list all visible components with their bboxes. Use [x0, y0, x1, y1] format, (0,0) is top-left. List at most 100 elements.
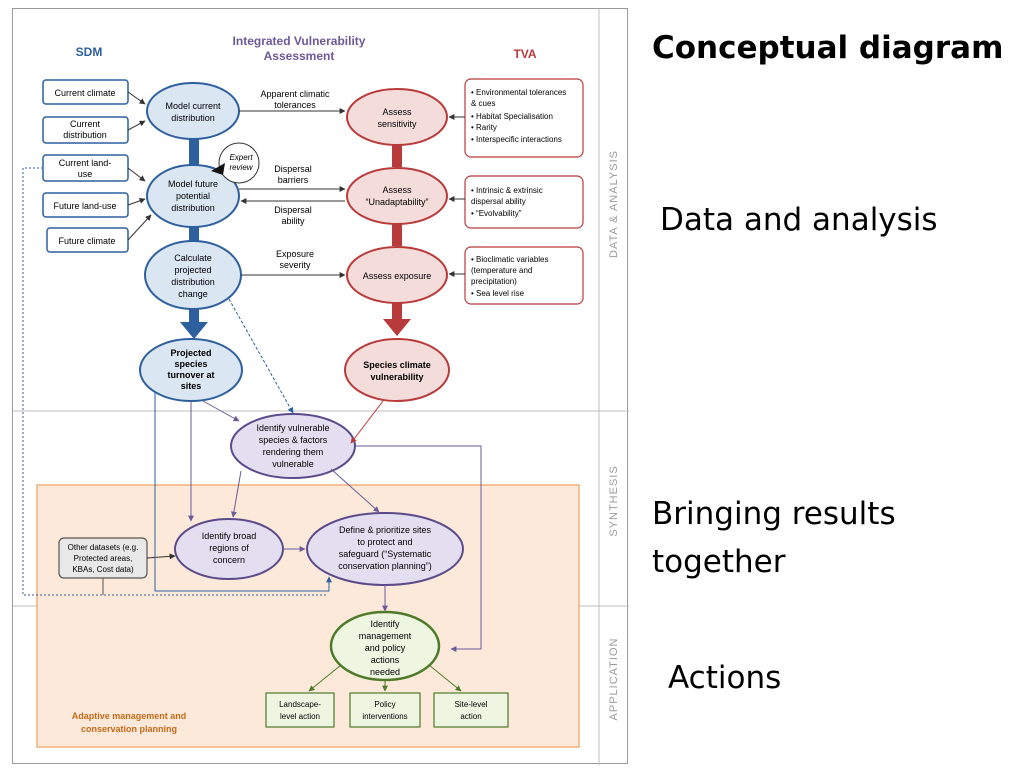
input-future-land-use: Future land-use: [42, 192, 129, 218]
svg-text:interventions: interventions: [362, 712, 407, 721]
svg-text:distribution: distribution: [63, 130, 107, 140]
svg-text:Assess: Assess: [382, 107, 412, 117]
label-dispersal-ability-2: ability: [281, 216, 305, 226]
node-calculate-distribution-change: Calculate projected distribution change: [144, 240, 242, 310]
svg-text:distribution: distribution: [171, 203, 215, 213]
label-exposure-severity-2: severity: [279, 260, 311, 270]
box-landscape-level-action: Landscape- level action: [265, 692, 335, 728]
label-bringing-results: Bringing results together: [652, 490, 896, 586]
input-future-climate: Future climate: [46, 227, 129, 253]
svg-text:Model future: Model future: [168, 179, 218, 189]
label-dispersal-ability: Dispersal: [274, 205, 312, 215]
label-bringing-results-line2: together: [652, 544, 786, 580]
svg-text:use: use: [78, 169, 93, 179]
label-apparent-climatic-tolerances: Apparent climatic: [260, 89, 330, 99]
svg-text:concern: concern: [213, 555, 245, 565]
label-apparent-climatic-tolerances-2: tolerances: [274, 100, 316, 110]
box-policy-interventions: Policy interventions: [349, 692, 421, 728]
svg-text:Calculate: Calculate: [174, 253, 212, 263]
svg-text:• Environmental tolerances: • Environmental tolerances: [471, 88, 566, 97]
svg-text:distribution: distribution: [171, 277, 215, 287]
svg-text:(temperature and: (temperature and: [471, 266, 532, 275]
section-label-application: APPLICATION: [608, 638, 620, 721]
box-sensitivity-factors: • Environmental tolerances & cues • Habi…: [464, 78, 584, 158]
svg-text:precipitation): precipitation): [471, 277, 517, 286]
svg-text:Species climate: Species climate: [363, 360, 431, 370]
svg-text:Future land-use: Future land-use: [53, 201, 116, 211]
svg-text:needed: needed: [370, 667, 400, 677]
svg-text:Identify: Identify: [370, 619, 400, 629]
svg-text:• Rarity: • Rarity: [471, 123, 497, 132]
svg-text:Model current: Model current: [165, 101, 221, 111]
svg-text:& cues: & cues: [471, 99, 495, 108]
svg-text:• Habitat Specialisation: • Habitat Specialisation: [471, 112, 553, 121]
svg-text:and policy: and policy: [365, 643, 406, 653]
node-assess-exposure: Assess exposure: [346, 246, 448, 304]
svg-text:KBAs, Cost data): KBAs, Cost data): [72, 565, 134, 574]
svg-text:Assess exposure: Assess exposure: [363, 271, 432, 281]
box-exposure-factors: • Bioclimatic variables (temperature and…: [464, 246, 584, 305]
svg-text:Policy: Policy: [374, 700, 395, 709]
label-actions: Actions: [668, 660, 782, 696]
svg-text:to protect and: to protect and: [357, 537, 412, 547]
svg-text:turnover at: turnover at: [167, 370, 214, 380]
header-sdm: SDM: [76, 45, 103, 59]
box-unadaptability-factors: • Intrinsic & extrinsic dispersal abilit…: [464, 175, 584, 229]
header-iva-line2: Assessment: [264, 49, 335, 63]
label-data-and-analysis: Data and analysis: [660, 202, 938, 238]
svg-text:Assess: Assess: [382, 185, 412, 195]
svg-text:Define & prioritize sites: Define & prioritize sites: [339, 525, 432, 535]
node-identify-vulnerable-species: Identify vulnerable species & factors re…: [230, 413, 356, 479]
header-iva-line1: Integrated Vulnerability: [233, 34, 366, 48]
svg-text:“Unadaptability”: “Unadaptability”: [365, 197, 428, 207]
node-species-climate-vulnerability: Species climate vulnerability: [344, 338, 450, 402]
svg-text:Identify broad: Identify broad: [202, 531, 257, 541]
svg-text:Projected: Projected: [170, 348, 211, 358]
node-projected-species-turnover: Projected species turnover at sites: [139, 338, 243, 402]
diagram-frame: DATA & ANALYSIS SYNTHESIS APPLICATION SD…: [12, 8, 629, 765]
node-identify-broad-regions: Identify broad regions of concern: [174, 518, 284, 580]
svg-text:vulnerable: vulnerable: [272, 459, 314, 469]
section-label-data-analysis: DATA & ANALYSIS: [608, 150, 620, 258]
svg-text:rendering them: rendering them: [263, 447, 324, 457]
svg-text:• Interspecific interactions: • Interspecific interactions: [471, 135, 562, 144]
svg-text:• Sea level rise: • Sea level rise: [471, 289, 525, 298]
svg-text:species: species: [174, 359, 207, 369]
expert-review-badge: Expert review: [211, 142, 260, 184]
slide-title: Conceptual diagram: [652, 30, 1004, 66]
label-exposure-severity: Exposure: [276, 249, 314, 259]
box-other-datasets: Other datasets (e.g. Protected areas, KB…: [58, 537, 148, 579]
input-current-land-use: Current land- use: [42, 154, 129, 182]
node-model-current-distribution: Model current distribution: [146, 82, 240, 140]
svg-text:Site-level: Site-level: [455, 700, 488, 709]
svg-text:level action: level action: [280, 712, 320, 721]
node-assess-sensitivity: Assess sensitivity: [346, 88, 448, 146]
svg-text:distribution: distribution: [171, 113, 215, 123]
input-current-distribution: Current distribution: [42, 116, 129, 144]
svg-text:Identify vulnerable: Identify vulnerable: [256, 423, 329, 433]
label-dispersal-barriers: Dispersal: [274, 164, 312, 174]
svg-text:regions of: regions of: [209, 543, 249, 553]
svg-text:potential: potential: [176, 191, 210, 201]
svg-text:Current climate: Current climate: [54, 88, 115, 98]
svg-text:Protected areas,: Protected areas,: [74, 554, 133, 563]
label-bringing-results-line1: Bringing results: [652, 496, 896, 532]
svg-text:Expert: Expert: [229, 153, 253, 162]
svg-text:sensitivity: sensitivity: [377, 119, 417, 129]
label-adaptive-management: Adaptive management and: [72, 711, 187, 721]
svg-text:• Bioclimatic variables: • Bioclimatic variables: [471, 255, 549, 264]
box-site-level-action: Site-level action: [433, 692, 509, 728]
svg-text:actions: actions: [371, 655, 400, 665]
header-tva: TVA: [513, 47, 536, 61]
svg-text:vulnerability: vulnerability: [370, 372, 423, 382]
svg-text:dispersal ability: dispersal ability: [471, 197, 526, 206]
svg-text:review: review: [229, 163, 253, 172]
node-model-future-distribution: Model future potential distribution: [146, 164, 240, 228]
svg-text:Future climate: Future climate: [58, 236, 115, 246]
svg-text:Current land-: Current land-: [59, 158, 112, 168]
svg-text:safeguard (“Systematic: safeguard (“Systematic: [339, 549, 432, 559]
svg-text:sites: sites: [181, 381, 202, 391]
svg-text:• “Evolvability”: • “Evolvability”: [471, 209, 522, 218]
svg-text:Landscape-: Landscape-: [279, 700, 321, 709]
svg-text:Current: Current: [70, 119, 101, 129]
